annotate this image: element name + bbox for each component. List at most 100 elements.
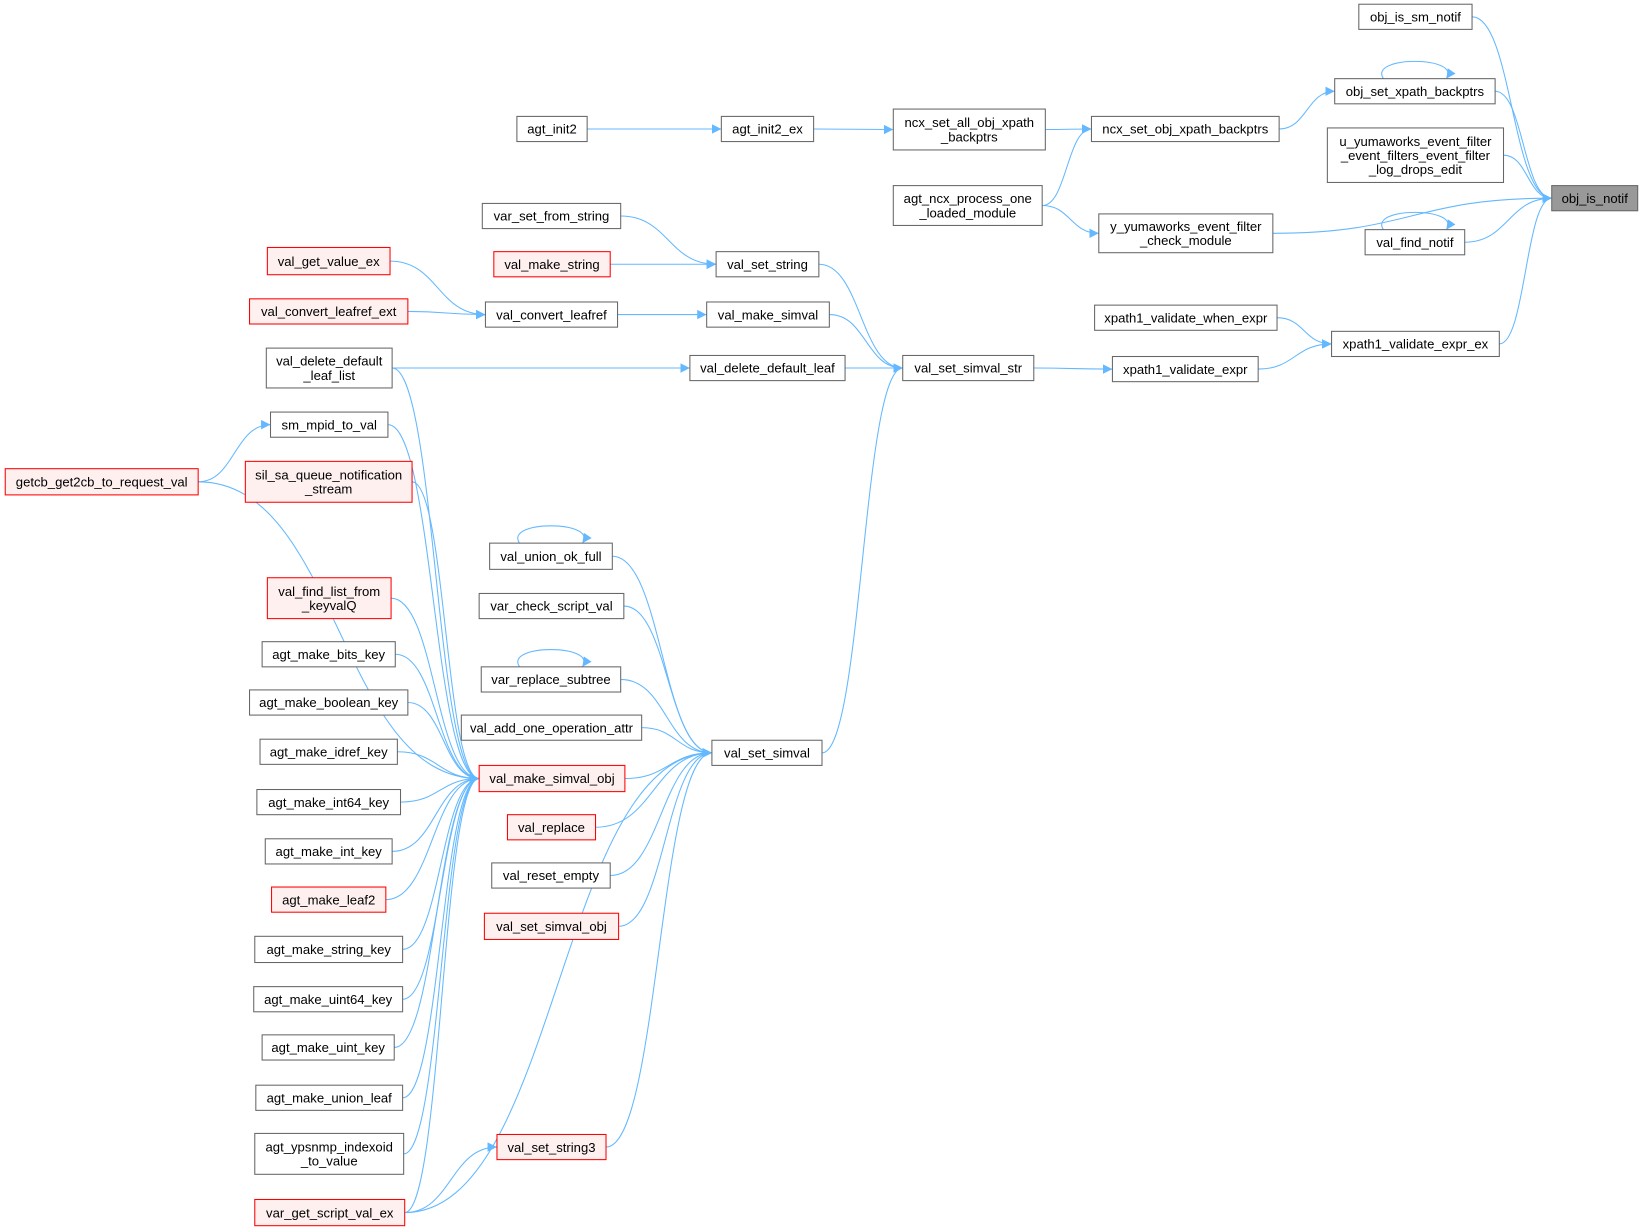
edge-val_set_simval-to-val_set_simval_str — [821, 363, 903, 754]
node-box — [253, 986, 404, 1013]
node-box — [1334, 78, 1496, 105]
edge-val_find_list-to-val_make_simval_obj — [391, 597, 480, 784]
node-box — [269, 411, 389, 438]
edge-agt_make_idref_key-to-val_make_simval_obj — [397, 751, 480, 784]
node-label: obj_is_sm_notif — [1370, 10, 1461, 25]
node-getcb_get2cb[interactable]: getcb_get2cb_to_request_val — [4, 468, 199, 496]
node-label: agt_make_uint_key — [271, 1040, 385, 1055]
node-box — [261, 641, 396, 668]
node-label: agt_make_string_key — [266, 942, 391, 957]
node-val_delete_default_leaf[interactable]: val_delete_default_leaf — [689, 354, 846, 382]
node-val_find_notif[interactable]: val_find_notif — [1364, 229, 1466, 256]
edge-val_get_value_ex-to-val_convert_leafref — [390, 260, 486, 320]
node-label: xpath1_validate_expr — [1123, 362, 1248, 377]
node-label: obj_is_notif — [1562, 191, 1629, 206]
node-xpath1_validate_expr[interactable]: xpath1_validate_expr — [1111, 355, 1259, 383]
node-agt_make_uint64_key[interactable]: agt_make_uint64_key — [253, 986, 404, 1013]
node-box — [1358, 3, 1473, 30]
node-sil_sa_queue[interactable]: sil_sa_queue_notification_stream — [244, 460, 413, 503]
node-obj_is_notif[interactable]: obj_is_notif — [1551, 185, 1639, 212]
node-agt_make_int_key[interactable]: agt_make_int_key — [264, 838, 393, 865]
edges-layer — [198, 16, 1552, 1214]
edge-agt_make_union_leaf-to-val_make_simval_obj — [402, 773, 480, 1099]
node-xpath1_validate_expr_ex[interactable]: xpath1_validate_expr_ex — [1331, 330, 1500, 358]
node-val_reset_empty[interactable]: val_reset_empty — [491, 862, 611, 889]
node-box — [689, 354, 846, 382]
node-val_union_ok_full[interactable]: val_union_ok_full — [489, 542, 613, 570]
node-ncx_set_obj_xpath_backptrs[interactable]: ncx_set_obj_xpath_backptrs — [1090, 115, 1280, 143]
node-label: val_union_ok_full — [500, 549, 601, 564]
node-box — [249, 298, 409, 325]
node-y_yumaworks[interactable]: y_yumaworks_event_filter_check_module — [1098, 213, 1274, 254]
node-val_find_list[interactable]: val_find_list_from_keyvalQ — [266, 577, 392, 620]
node-box — [711, 739, 823, 766]
node-box — [254, 935, 404, 964]
node-val_set_simval_obj[interactable]: val_set_simval_obj — [483, 912, 620, 940]
node-obj_set_xpath_backptrs[interactable]: obj_set_xpath_backptrs — [1334, 78, 1496, 105]
node-box — [489, 542, 613, 570]
node-label: val_set_simval_obj — [496, 919, 607, 934]
node-box — [480, 666, 622, 693]
edge-val_set_simval_str-to-xpath1_validate_expr — [1033, 364, 1113, 374]
node-var_set_from_string[interactable]: var_set_from_string — [481, 202, 622, 230]
node-label: _stream — [304, 482, 352, 497]
edge-var_get_script_val_ex-to-val_make_simval_obj — [404, 773, 480, 1214]
node-box — [255, 1084, 404, 1111]
edge-val_find_notif-to-val_find_notif — [1381, 211, 1456, 230]
node-var_replace_subtree[interactable]: var_replace_subtree — [480, 666, 622, 693]
node-obj_is_sm_notif[interactable]: obj_is_sm_notif — [1358, 3, 1473, 30]
node-agt_make_boolean_key[interactable]: agt_make_boolean_key — [249, 689, 409, 716]
node-agt_make_union_leaf[interactable]: agt_make_union_leaf — [255, 1084, 404, 1111]
node-agt_make_bits_key[interactable]: agt_make_bits_key — [261, 641, 396, 668]
edge-val_make_simval_obj-to-val_set_simval — [624, 748, 712, 780]
node-val_replace[interactable]: val_replace — [506, 814, 597, 841]
node-agt_ncx_process[interactable]: agt_ncx_process_one_loaded_module — [892, 185, 1043, 226]
edge-agt_make_int_key-to-val_make_simval_obj — [392, 773, 480, 852]
node-val_make_simval[interactable]: val_make_simval — [706, 301, 830, 328]
node-box — [460, 714, 643, 741]
edge-val_reset_empty-to-val_set_simval — [610, 748, 712, 877]
node-agt_make_string_key[interactable]: agt_make_string_key — [254, 935, 404, 964]
node-box — [484, 301, 619, 328]
node-agt_ypsnmp[interactable]: agt_ypsnmp_indexoid_to_value — [254, 1132, 405, 1175]
node-val_add_one_operation_attr[interactable]: val_add_one_operation_attr — [460, 714, 643, 741]
node-val_get_value_ex[interactable]: val_get_value_ex — [266, 246, 391, 276]
node-box — [1098, 213, 1274, 254]
node-label: val_find_notif — [1376, 235, 1454, 250]
edge-agt_init2_ex-to-ncx_set_all — [813, 124, 894, 135]
node-val_set_simval[interactable]: val_set_simval — [711, 739, 823, 766]
node-label: _backptrs — [940, 129, 998, 144]
node-ncx_set_all[interactable]: ncx_set_all_obj_xpath_backptrs — [892, 108, 1046, 151]
node-xpath1_validate_when_expr[interactable]: xpath1_validate_when_expr — [1094, 304, 1278, 331]
node-val_convert_leafref_ext[interactable]: val_convert_leafref_ext — [249, 298, 409, 325]
node-box — [261, 1034, 395, 1061]
node-label: val_make_simval_obj — [489, 771, 614, 786]
edge-agt_ncx_process-to-ncx_set_obj_xpath_backptrs — [1042, 124, 1092, 207]
node-val_make_string[interactable]: val_make_string — [493, 251, 611, 278]
node-label: val_set_string — [727, 257, 808, 272]
node-val_set_string3[interactable]: val_set_string3 — [496, 1133, 607, 1161]
node-agt_init2[interactable]: agt_init2 — [516, 115, 588, 143]
node-val_delete_default_leaf_list[interactable]: val_delete_default_leaf_list — [265, 347, 393, 389]
node-label: val_delete_default — [276, 354, 383, 369]
node-agt_make_idref_key[interactable]: agt_make_idref_key — [259, 738, 398, 765]
edge-agt_ncx_process-to-y_yumaworks — [1042, 205, 1099, 239]
node-val_set_string[interactable]: val_set_string — [715, 251, 820, 278]
node-val_convert_leafref[interactable]: val_convert_leafref — [484, 301, 619, 328]
node-sm_mpid_to_val[interactable]: sm_mpid_to_val — [269, 411, 389, 438]
node-var_check_script_val[interactable]: var_check_script_val — [478, 592, 625, 620]
node-box — [481, 202, 622, 230]
node-agt_make_int64_key[interactable]: agt_make_int64_key — [256, 788, 402, 816]
node-val_set_simval_str[interactable]: val_set_simval_str — [902, 354, 1035, 382]
node-agt_make_uint_key[interactable]: agt_make_uint_key — [261, 1034, 395, 1061]
node-label: val_make_simval — [718, 307, 819, 322]
node-var_get_script_val_ex[interactable]: var_get_script_val_ex — [254, 1198, 406, 1227]
node-agt_make_leaf2[interactable]: agt_make_leaf2 — [271, 886, 387, 913]
node-box — [249, 689, 409, 716]
node-box — [1326, 127, 1505, 183]
node-val_make_simval_obj[interactable]: val_make_simval_obj — [478, 764, 626, 793]
node-agt_init2_ex[interactable]: agt_init2_ex — [720, 115, 815, 143]
node-u_yumaworks[interactable]: u_yumaworks_event_filter_event_filters_e… — [1326, 127, 1505, 183]
node-box — [496, 1133, 607, 1161]
